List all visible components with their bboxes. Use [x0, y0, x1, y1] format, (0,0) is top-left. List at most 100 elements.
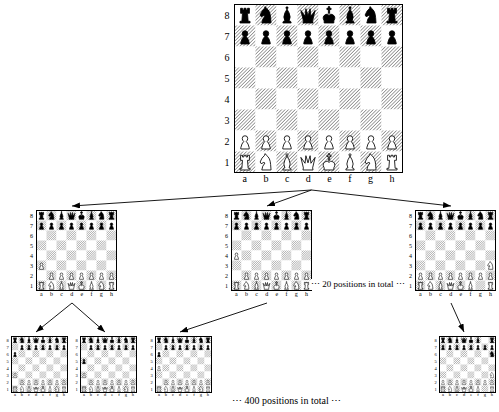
piece-outline	[418, 212, 423, 219]
white-piece	[488, 282, 493, 289]
piece-outline	[387, 8, 397, 23]
light-square	[476, 211, 486, 221]
dark-square	[102, 351, 109, 358]
black-piece	[34, 338, 39, 343]
piece-outline	[68, 213, 75, 220]
dark-square	[440, 358, 447, 365]
dark-square	[47, 251, 57, 261]
piece-outline	[484, 380, 487, 384]
light-square	[198, 365, 205, 372]
light-square	[235, 5, 256, 26]
dark-square	[319, 110, 340, 131]
chessboard-node: 8 7 6 5 4 3 2 1a b c d e f g h	[432, 334, 496, 400]
white-piece	[14, 373, 17, 377]
piece-outline	[477, 345, 480, 349]
black-piece	[60, 223, 64, 229]
light-square	[61, 372, 68, 379]
dark-square	[232, 281, 242, 291]
white-piece	[448, 386, 452, 391]
piece-outline	[28, 338, 31, 343]
light-square	[156, 379, 163, 386]
piece-outline	[488, 282, 493, 289]
black-piece	[49, 337, 52, 342]
black-piece	[323, 7, 335, 23]
dark-square	[282, 271, 292, 281]
dark-square	[97, 261, 107, 271]
light-square	[163, 344, 170, 351]
piece-outline	[478, 212, 483, 220]
light-square	[468, 365, 475, 372]
piece-outline	[125, 380, 128, 384]
black-piece	[193, 337, 196, 342]
light-square	[123, 351, 130, 358]
piece-outline	[90, 213, 94, 220]
black-piece	[489, 223, 493, 229]
black-piece	[165, 345, 168, 349]
chessboard-node: 8 7 6 5 4 3 2 1a b c d e f g h	[148, 334, 212, 400]
piece-outline	[469, 340, 473, 343]
light-square	[482, 365, 489, 372]
dark-square	[456, 241, 466, 251]
dark-square	[198, 344, 205, 351]
white-piece	[206, 387, 209, 392]
dark-square	[440, 386, 447, 393]
dark-square	[277, 26, 298, 47]
piece-outline	[63, 380, 66, 384]
white-piece	[55, 386, 59, 391]
piece-outline	[81, 212, 83, 215]
dark-square	[87, 211, 97, 221]
light-square	[340, 68, 361, 89]
piece-outline	[469, 213, 473, 220]
light-square	[12, 351, 19, 358]
dark-square	[88, 365, 95, 372]
piece-outline	[60, 213, 64, 220]
piece-outline	[104, 345, 107, 349]
light-square	[262, 241, 272, 251]
light-square	[26, 351, 33, 358]
piece-outline	[262, 31, 270, 44]
white-piece	[83, 373, 86, 377]
piece-outline	[244, 212, 249, 220]
piece-outline	[448, 386, 452, 391]
light-square	[47, 221, 57, 231]
dark-square	[361, 68, 382, 89]
piece-outline	[28, 337, 30, 339]
piece-outline	[256, 282, 257, 283]
dark-square	[102, 337, 109, 344]
black-piece	[283, 31, 291, 44]
piece-outline	[469, 273, 473, 279]
light-square	[298, 68, 319, 89]
dark-square	[454, 372, 461, 379]
black-piece	[479, 223, 483, 229]
piece-outline	[186, 386, 187, 388]
light-square	[95, 365, 102, 372]
black-piece	[90, 223, 94, 229]
black-piece	[82, 338, 85, 343]
dark-square	[12, 344, 19, 351]
light-square	[447, 344, 454, 351]
white-piece	[301, 156, 315, 170]
piece-outline	[285, 213, 289, 220]
piece-outline	[283, 9, 291, 23]
piece-outline	[367, 136, 375, 149]
dark-square	[77, 281, 87, 291]
black-piece	[429, 223, 433, 229]
piece-outline	[124, 337, 128, 342]
black-piece	[274, 212, 280, 220]
light-square	[87, 221, 97, 231]
white-piece	[193, 380, 196, 384]
dark-square	[235, 68, 256, 89]
light-square	[476, 271, 486, 281]
piece-outline	[99, 212, 104, 220]
white-piece	[172, 380, 175, 384]
light-square	[88, 372, 95, 379]
light-square	[235, 131, 256, 152]
light-square	[19, 386, 26, 393]
light-square	[262, 281, 272, 291]
light-square	[123, 365, 130, 372]
black-piece	[131, 338, 134, 343]
black-piece	[260, 7, 271, 23]
light-square	[489, 372, 496, 379]
piece-outline	[304, 136, 312, 149]
piece-outline	[165, 345, 168, 349]
